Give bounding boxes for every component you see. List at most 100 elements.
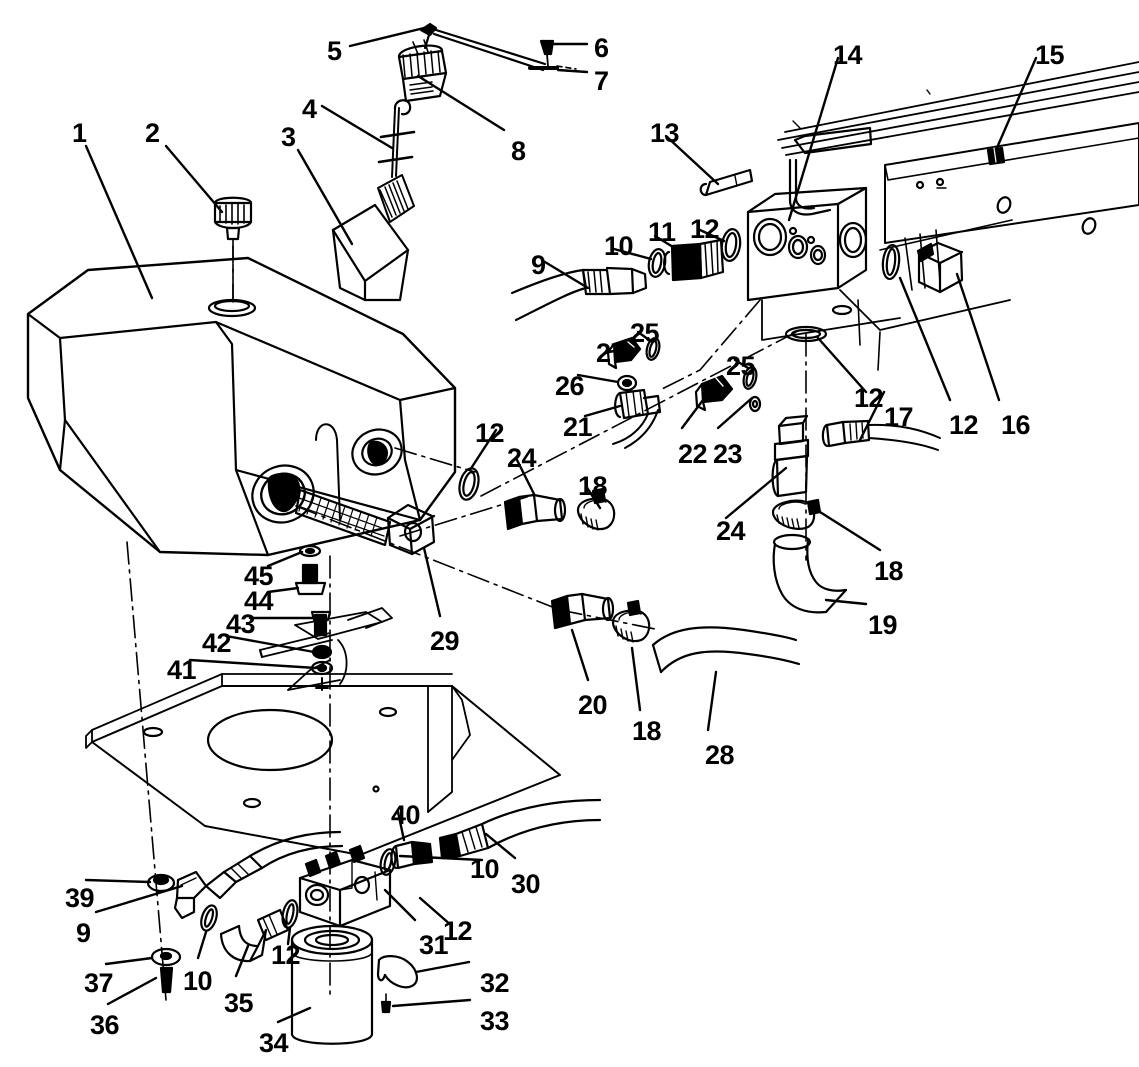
callout-washer-seal-45: 45 [244, 561, 274, 591]
callout-hydraulic-hose-9: 9 [531, 250, 546, 280]
callout-o-ring-12: 12 [690, 214, 720, 244]
callout-o-ring-small-10: 10 [604, 231, 634, 261]
nipple-fitting-24a [503, 493, 567, 531]
callout-filter-bracket-32: 32 [480, 968, 510, 998]
callout-return-hose-28: 28 [705, 740, 735, 770]
callout-grommet-39: 39 [65, 883, 95, 913]
elbow-tube-35 [219, 908, 290, 963]
nipple-fitting-24b [771, 414, 810, 498]
dipstick-tube [331, 174, 415, 302]
callout-o-ring-12f: 12 [271, 940, 301, 970]
o-ring-25a [645, 337, 661, 361]
callout-leader-lines [84, 26, 1038, 1024]
callout-filler-cap-small-2: 2 [145, 118, 160, 148]
filter-head-31 [298, 844, 392, 928]
callout-washer-mount-37: 37 [84, 968, 114, 998]
callout-o-ring-small-10b: 10 [470, 854, 500, 884]
callout-spin-on-oil-filter-34: 34 [259, 1028, 289, 1058]
hose-clamp-18c [611, 599, 651, 643]
callout-hex-plug-16: 16 [1001, 410, 1031, 440]
o-ring-12e [379, 848, 397, 876]
cap-retainer-cable [419, 22, 547, 72]
callout-filter-head-31: 31 [419, 930, 449, 960]
o-ring-12f [281, 899, 299, 929]
callout-elbow-hose-19: 19 [868, 610, 898, 640]
callout-o-ring-tiny-23: 23 [713, 439, 743, 469]
callout-cap-retainer-cable-5: 5 [327, 36, 342, 66]
callout-o-ring-small-10c: 10 [183, 966, 213, 996]
callout-o-ring-small-25b: 25 [726, 351, 756, 381]
callout-hydraulic-hose-9b: 9 [76, 918, 91, 948]
spin-on-oil-filter-34 [290, 924, 374, 1045]
return-hose-28 [651, 626, 801, 674]
manifold-block-14 [746, 186, 868, 302]
callout-breather-cap-8: 8 [511, 136, 526, 166]
o-ring-25b [742, 366, 758, 390]
chassis-frame-rail [777, 61, 1139, 251]
callout-adapter-fitting-11: 11 [648, 217, 676, 247]
hydraulic-hose-9 [510, 266, 648, 322]
callout-bolt-mount-36: 36 [90, 1010, 120, 1040]
stud-mount-44 [294, 563, 327, 596]
oil-reservoir-tank-outline [26, 256, 457, 557]
callout-o-ring-12b: 12 [475, 418, 505, 448]
o-ring-23 [748, 395, 762, 413]
hose-9b-fitting [173, 830, 344, 920]
callout-bolt-33: 33 [480, 1006, 510, 1036]
callout-manifold-block-14: 14 [833, 40, 863, 70]
hose-clamp-18b [771, 498, 822, 530]
callout-pressure-hose-30: 30 [511, 869, 541, 899]
roll-pin-13 [699, 168, 754, 197]
callout-washer-flat-42: 42 [202, 628, 232, 658]
callout-nipple-fitting-24b: 24 [716, 516, 746, 546]
base-plate [85, 673, 561, 856]
callout-hose-clamp-18c: 18 [632, 716, 662, 746]
suction-screen-filter-29 [294, 488, 436, 556]
o-ring-12a [720, 228, 742, 262]
callout-adapter-40: 40 [391, 800, 421, 830]
callout-clamp-strap-7: 7 [594, 66, 609, 96]
o-ring-12d [881, 243, 901, 281]
filler-cap-small [213, 196, 253, 241]
callout-o-ring-12e: 12 [443, 916, 473, 946]
callout-dipstick-4: 4 [302, 94, 317, 124]
callout-o-ring-small-25: 25 [630, 318, 660, 348]
callout-washer-26: 26 [555, 371, 585, 401]
screw-6 [539, 39, 555, 67]
bolt-36 [159, 966, 174, 994]
washer-seal-45 [298, 544, 322, 558]
callout-nut-lock-41: 41 [167, 655, 197, 685]
hose-assembly-21 [612, 388, 662, 449]
tank-return-port [351, 428, 403, 476]
dipstick [377, 99, 416, 178]
elbow-fitting-22 [694, 374, 734, 412]
callout-hose-assembly-21: 21 [563, 412, 593, 442]
hex-plug-16 [916, 241, 964, 294]
callout-o-ring-12d: 12 [949, 410, 979, 440]
adapter-fitting-11 [663, 238, 725, 282]
callout-oil-reservoir-tank-1: 1 [72, 118, 87, 148]
hose-fitting-17 [821, 419, 941, 451]
clamp-strap-7 [528, 65, 577, 70]
pressure-hose-30 [438, 798, 602, 860]
bolt-33 [380, 993, 392, 1014]
washer-mount-37 [150, 947, 182, 967]
callout-roll-pin-13: 13 [650, 118, 680, 148]
callout-hose-fitting-17: 17 [884, 402, 914, 432]
callout-elbow-tube-35: 35 [224, 988, 254, 1018]
callout-elbow-fitting-22: 22 [678, 439, 708, 469]
callout-o-ring-12c: 12 [854, 383, 884, 413]
hose-barb-fitting-20 [550, 592, 615, 630]
nut-lock-42 [311, 644, 333, 660]
o-ring-10c [200, 904, 218, 932]
tank-suction-port [251, 464, 315, 524]
screw-ground-43 [310, 610, 332, 637]
callout-hose-clamp-18b: 18 [874, 556, 904, 586]
callout-nut-15: 15 [1035, 40, 1065, 70]
callout-screw-6: 6 [594, 33, 609, 63]
assembly-centerlines [126, 245, 807, 1001]
adapter-40 [390, 840, 434, 870]
callout-elbow-fitting-upper-27: 27 [596, 338, 626, 368]
callout-screw-ground-43: 43 [226, 609, 256, 639]
